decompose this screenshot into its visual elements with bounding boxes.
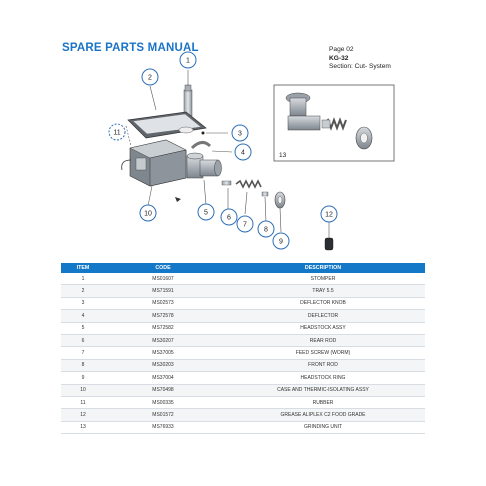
svg-text:7: 7 [243,222,247,229]
header-item: ITEM [61,263,105,273]
svg-text:1: 1 [186,58,190,65]
page-meta: Page 02 KG-32 Section: Cut- System [329,46,391,72]
parts-table-header: ITEM CODE DESCRIPTION [61,263,425,273]
item-cell: 3 [61,297,105,311]
callout-9: 9 [272,232,290,250]
svg-text:9: 9 [279,239,283,246]
item-cell: 4 [61,309,105,323]
description-cell: STOMPER [221,273,425,286]
header-description: DESCRIPTION [221,263,425,273]
code-cell: MS72578 [105,309,221,323]
headstock-part [175,131,233,206]
page-number: Page 02 [329,46,354,53]
svg-text:5: 5 [204,210,208,217]
item-cell: 7 [61,346,105,360]
callout-2: 2 [141,68,159,86]
code-cell: MS01607 [105,273,221,286]
grease-part [324,222,334,251]
callout-11: 11 [108,123,126,141]
svg-text:11: 11 [113,130,120,137]
callout-3: 3 [231,124,249,142]
feed-screw-part [221,179,269,223]
description-cell: DEFLECTOR KNOB [221,297,425,311]
description-cell: HEADSTOCK ASSY [221,322,425,335]
item-cell: 11 [61,396,105,410]
code-cell: MS02573 [105,297,221,311]
section-label: Section: Cut- System [329,63,391,71]
grinding-unit-inset: 13 [273,84,395,162]
description-cell: REAR ROD [221,334,425,348]
callout-5: 5 [197,203,215,221]
code-cell: MS30203 [105,359,221,373]
description-cell: RUBBER [221,396,425,410]
item-cell: 9 [61,371,105,385]
item-cell: 5 [61,322,105,335]
callout-12: 12 [320,205,338,223]
case-part [121,139,187,207]
item-cell: 8 [61,359,105,373]
svg-text:4: 4 [241,150,245,157]
svg-text:10: 10 [144,211,152,218]
svg-text:6: 6 [227,215,231,222]
description-cell: DEFLECTOR [221,309,425,323]
headstock-ring-part [274,191,286,233]
description-cell: GRINDING UNIT [221,421,425,435]
description-cell: GREASE ALIPLEX C2 FOOD GRADE [221,408,425,422]
description-cell: TRAY 5.5 [221,284,425,298]
code-cell: MS00335 [105,396,221,410]
svg-text:3: 3 [238,131,242,138]
code-cell: MS37004 [105,371,221,385]
code-cell: MS76933 [105,421,221,435]
inset-label: 13 [279,152,287,159]
item-cell: 10 [61,384,105,397]
description-cell: FEED SCREW (WORM) [221,346,425,360]
svg-text:12: 12 [325,212,333,219]
item-cell: 12 [61,408,105,422]
code-cell: MS30207 [105,334,221,348]
callout-7: 7 [236,215,254,233]
svg-text:8: 8 [264,227,268,234]
header-code: CODE [105,263,221,273]
tray-part [127,85,207,139]
item-cell: 13 [61,421,105,435]
callout-4: 4 [234,143,252,161]
code-cell: MS71591 [105,284,221,298]
code-cell: MS01572 [105,408,221,422]
callout-1: 1 [179,51,197,69]
model-code: KG-32 [329,54,349,62]
description-cell: CASE AND THERMIC-ISOLATING ASSY [221,384,425,397]
callout-8: 8 [257,220,275,238]
manual-title: SPARE PARTS MANUAL [62,42,199,54]
svg-text:2: 2 [148,75,152,82]
callout-10: 10 [139,204,157,222]
item-cell: 6 [61,334,105,348]
stomper-part [183,70,193,117]
callout-6: 6 [220,208,238,226]
code-cell: MS37005 [105,346,221,360]
description-cell: FRONT ROD [221,359,425,373]
item-cell: 1 [61,273,105,286]
code-cell: MS72582 [105,322,221,335]
code-cell: MS70498 [105,384,221,397]
exploded-parts-diagram: 13 1 2 3 4 5 6 7 8 9 10 11 12 [108,51,395,251]
item-cell: 2 [61,284,105,298]
description-cell: HEADSTOCK RING [221,371,425,385]
